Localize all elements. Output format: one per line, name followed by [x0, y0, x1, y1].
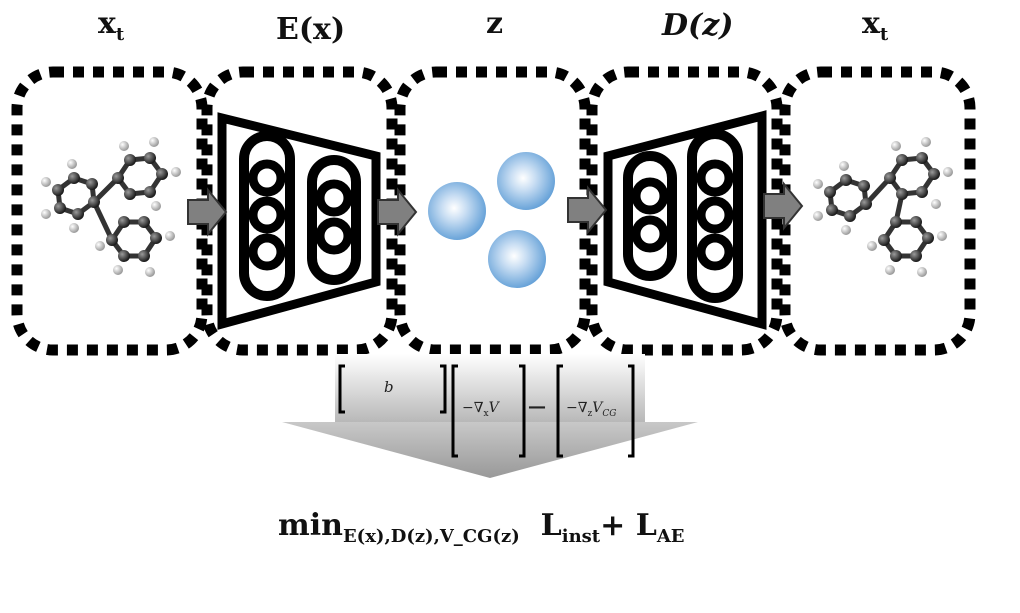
latent-label: z [486, 6, 504, 41]
bracket-grad-x-text: −∇xV [462, 400, 499, 419]
input-label: xt [98, 6, 125, 45]
bracket-b [338, 364, 447, 414]
bracket-grad-z [556, 364, 635, 458]
output-label: xt [862, 6, 889, 45]
latent-spheres-icon [428, 152, 555, 288]
decoder-label: D(z) [662, 8, 734, 43]
dotted-box-decoder [586, 66, 783, 356]
dotted-box-encoder [201, 66, 398, 356]
decoder-network-icon [603, 110, 767, 330]
dotted-box-output [779, 66, 976, 356]
bracket-b-text: b [384, 378, 394, 396]
arrow-right-icon [377, 187, 418, 237]
arrow-right-icon [763, 181, 804, 231]
dotted-box-input [11, 66, 208, 356]
bracket-grad-x [451, 364, 526, 458]
molecule-icon [41, 137, 181, 277]
encoder-label: E(x) [276, 12, 346, 47]
molecule-icon [813, 137, 953, 277]
funnel-arrow [282, 354, 698, 478]
dotted-box-latent [394, 66, 591, 356]
arrow-right-icon [187, 187, 228, 237]
encoder-network-icon [217, 112, 381, 330]
bracket-minus: — [528, 396, 546, 417]
objective-formula: minE(x),D(z),V_CG(z) Linst+ LAE [278, 508, 685, 547]
bracket-grad-z-text: −∇zVCG [566, 400, 617, 419]
arrow-right-icon [567, 185, 608, 235]
